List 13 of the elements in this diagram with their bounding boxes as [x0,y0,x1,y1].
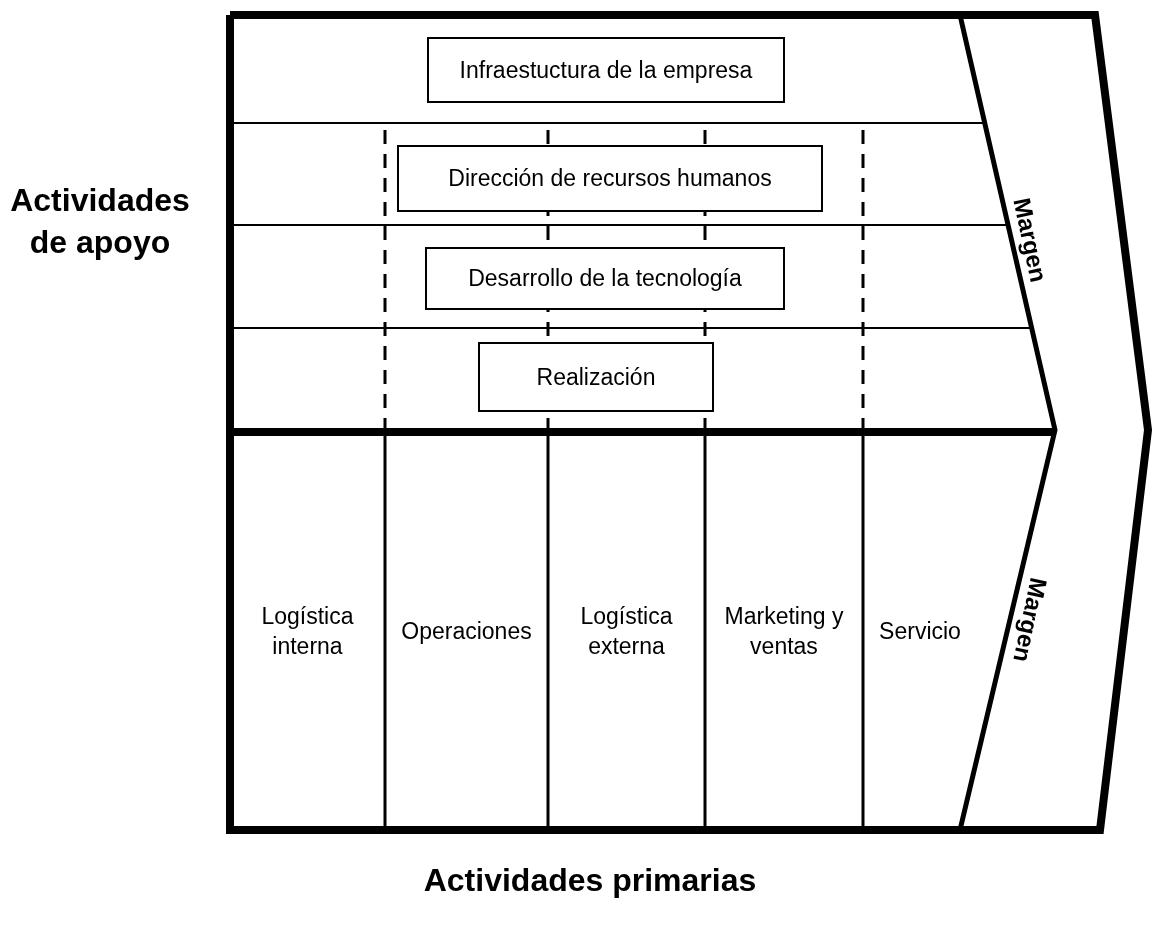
support-activity-box: Dirección de recursos humanos [397,145,823,212]
activity-label: Logística interna [260,602,355,661]
support-activity-box: Infraestuctura de la empresa [427,37,785,103]
section-heading: Actividades primarias [422,861,758,900]
support-activity-box: Realización [478,342,714,412]
margin-label: Margen [1007,575,1053,665]
activity-label: Servicio [879,617,961,647]
activity-label: Marketing y ventas [723,602,845,661]
activity-label: Operaciones [401,617,532,647]
section-heading: Actividades de apoyo [9,181,191,262]
support-activity-box: Desarrollo de la tecnología [425,247,785,310]
margin-label: Margen [1007,195,1053,285]
activity-label: Logística externa [579,602,674,661]
